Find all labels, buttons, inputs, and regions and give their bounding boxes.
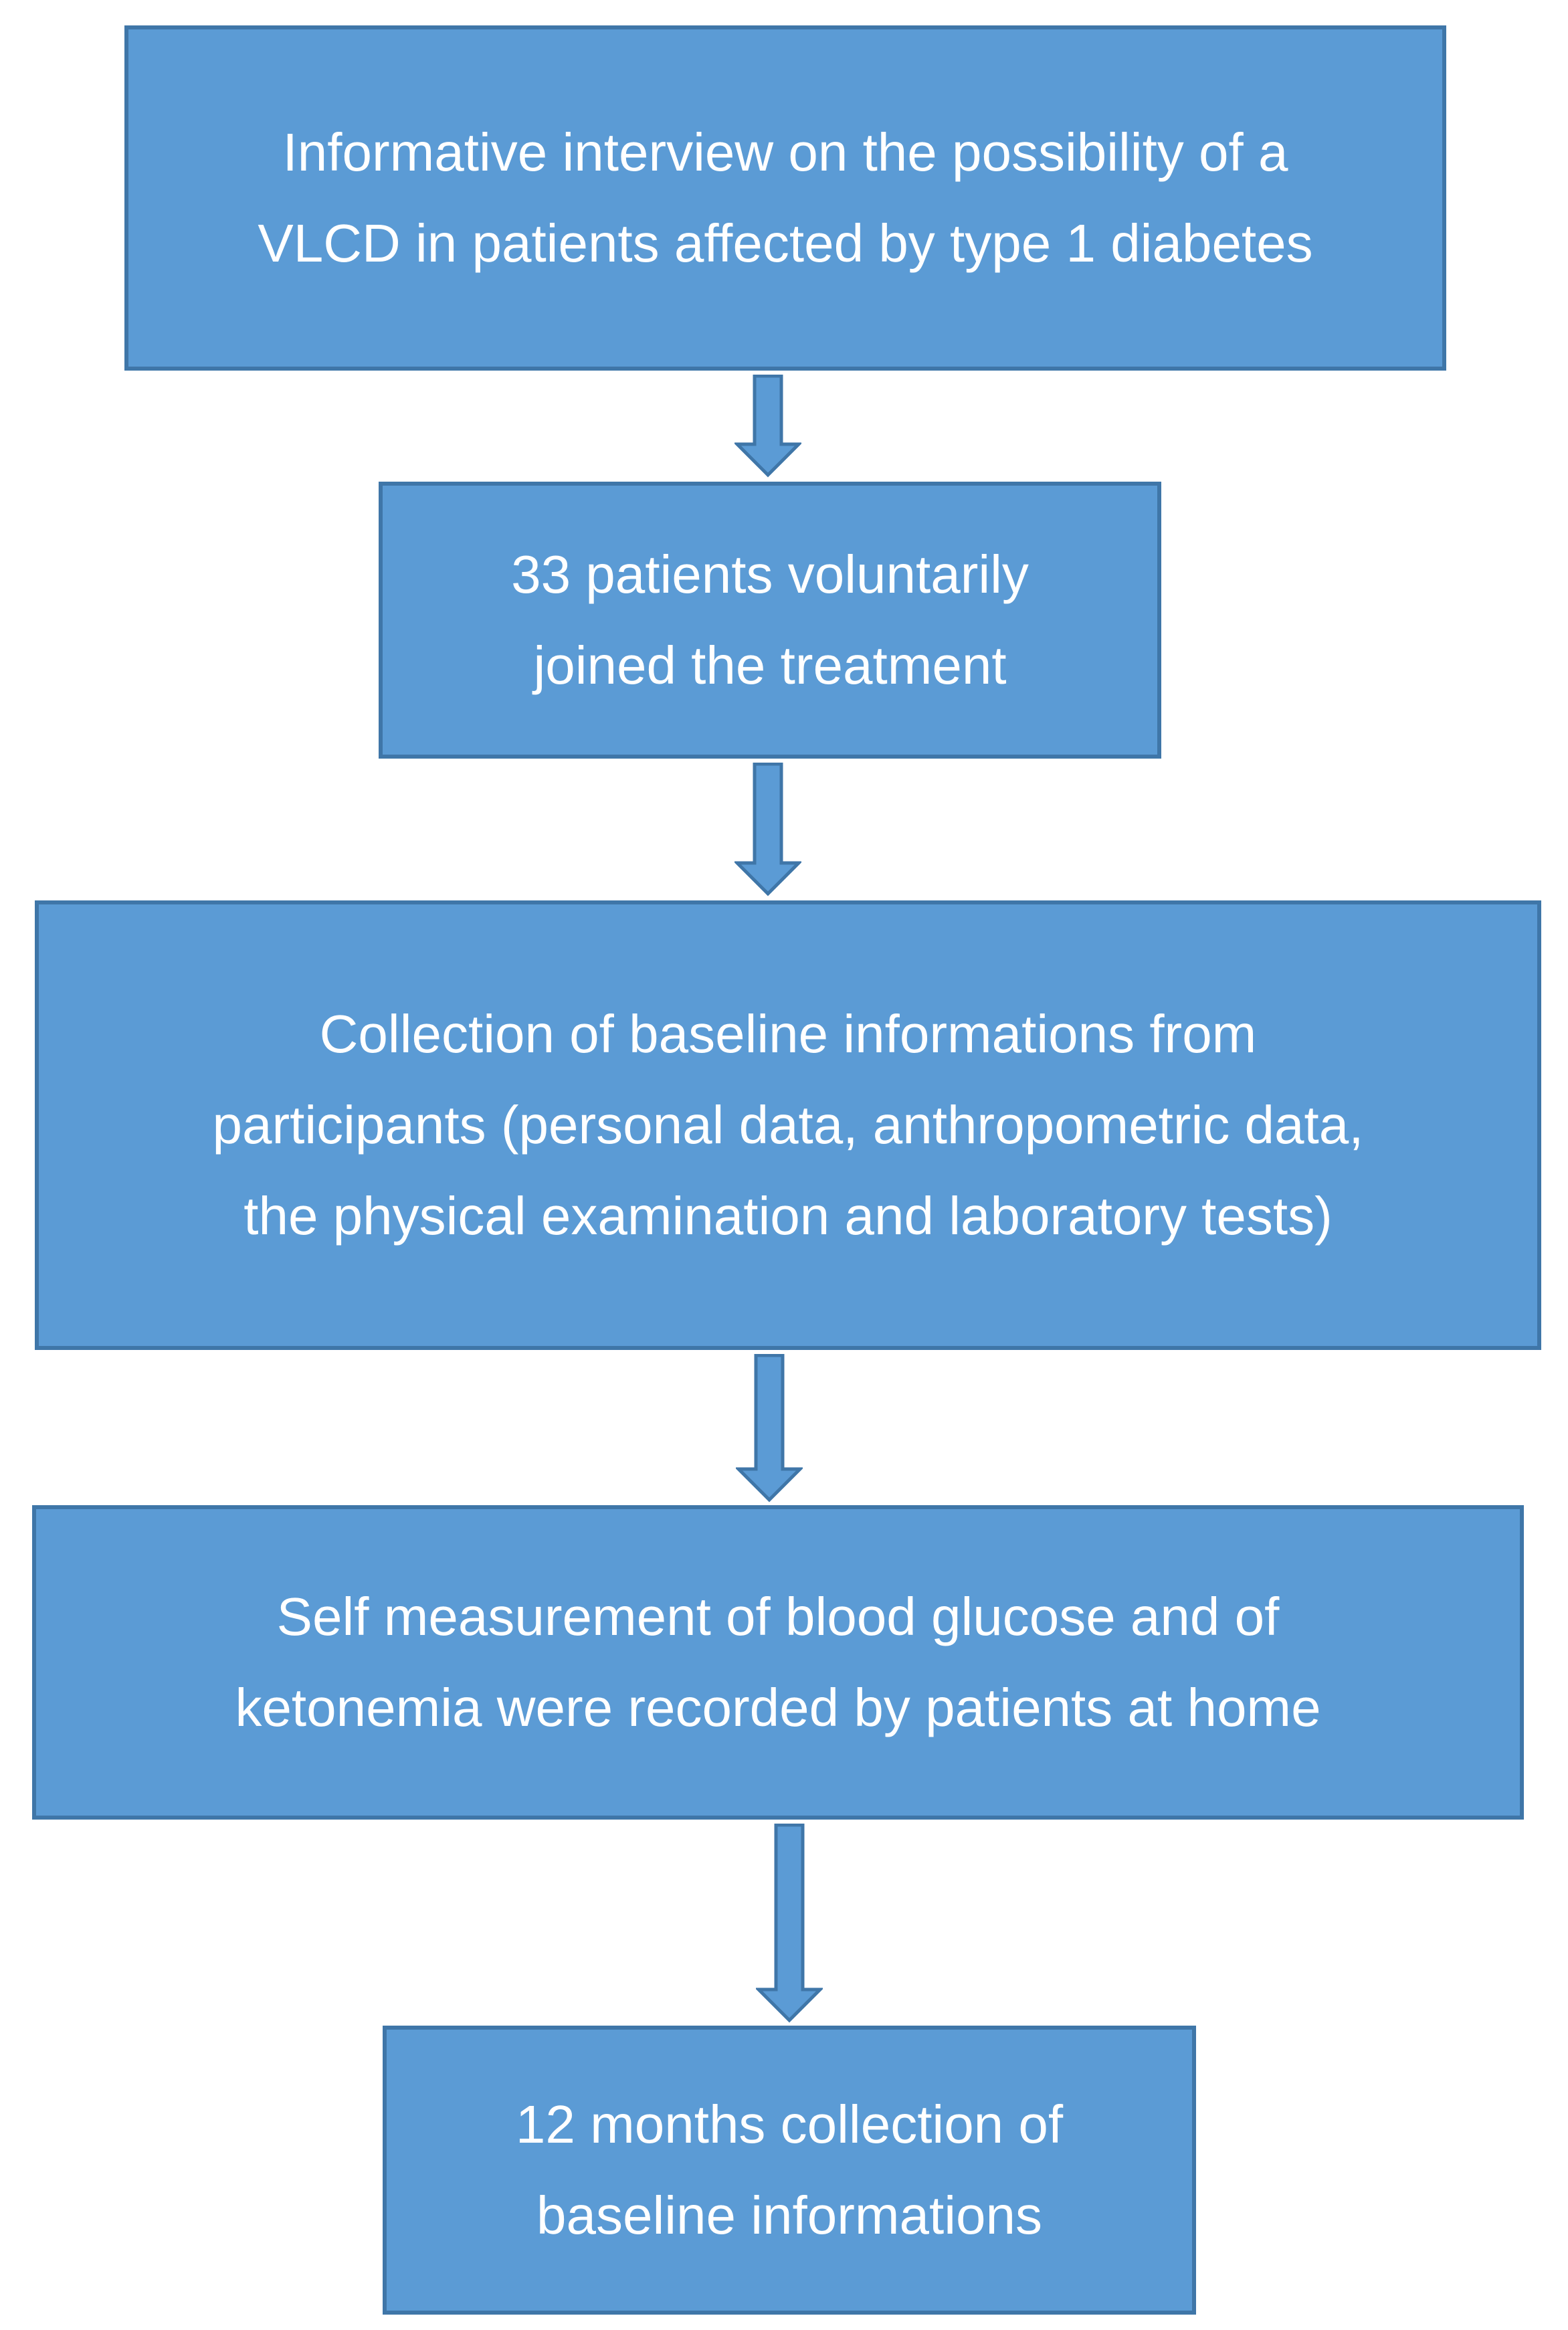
step-label: 33 patients voluntarily joined the treat… xyxy=(511,545,1029,695)
step-box-informative-interview: Informative interview on the possibility… xyxy=(124,25,1446,371)
step-box-twelve-months: 12 months collection of baseline informa… xyxy=(383,2026,1196,2315)
step-box-patients-joined: 33 patients voluntarily joined the treat… xyxy=(379,482,1161,759)
step-label: 12 months collection of baseline informa… xyxy=(515,2095,1064,2245)
step-label: Self measurement of blood glucose and of… xyxy=(235,1587,1321,1737)
down-arrow-connector xyxy=(736,1354,803,1502)
step-box-baseline-collection: Collection of baseline informations from… xyxy=(35,900,1541,1350)
down-arrow-connector xyxy=(734,763,801,896)
step-box-self-measurement: Self measurement of blood glucose and of… xyxy=(32,1505,1524,1820)
down-arrow-connector xyxy=(756,1824,823,2023)
down-arrow-connector xyxy=(734,375,801,478)
step-label: Informative interview on the possibility… xyxy=(258,122,1313,273)
step-label: Collection of baseline informations from… xyxy=(212,1004,1364,1246)
